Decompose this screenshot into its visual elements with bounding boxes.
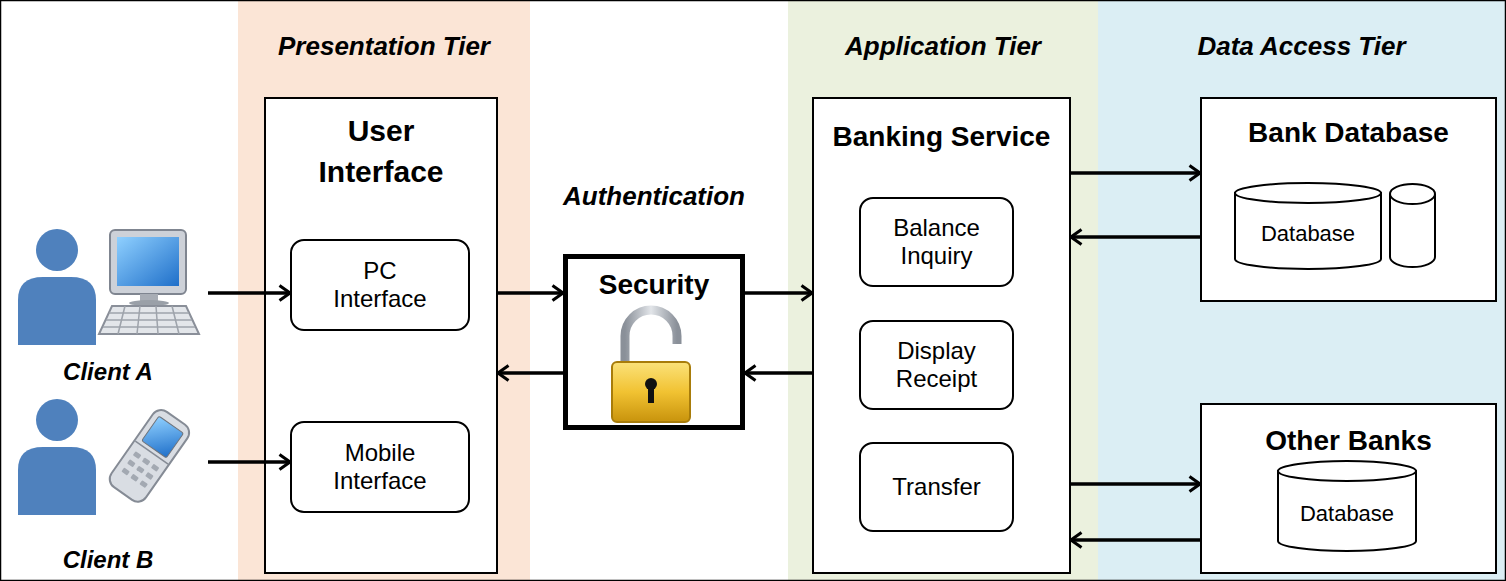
arrow-connector — [498, 371, 563, 375]
container-box: Other BanksDatabase — [1200, 403, 1497, 574]
node-fill — [812, 97, 1071, 574]
node-fill — [1098, 1, 1505, 580]
arrow-connector — [1071, 538, 1200, 542]
tier-band: Presentation TierUser InterfacePC Interf… — [238, 1, 530, 580]
database-cylinder — [1390, 184, 1435, 267]
client-figure: Client B — [8, 398, 208, 578]
container-box: Bank DatabaseDatabase — [1200, 97, 1497, 302]
arrow-connector — [498, 291, 563, 295]
person-icon — [18, 399, 96, 515]
module-box: Balance Inquiry — [859, 197, 1014, 287]
container-box: User InterfacePC InterfaceMobile Interfa… — [264, 97, 498, 574]
node-fill — [788, 1, 1098, 580]
security-box: AuthenticationSecurity — [563, 254, 745, 430]
padlock-icon — [612, 310, 690, 422]
module-box: Mobile Interface — [290, 421, 470, 513]
arrow-connector — [1071, 171, 1200, 175]
module-box: PC Interface — [290, 239, 470, 331]
module-box: Transfer — [859, 442, 1014, 532]
tier-band: Data Access TierBank DatabaseDatabaseOth… — [1098, 1, 1505, 580]
client-figure: Client A — [8, 222, 208, 390]
node-fill — [264, 97, 498, 574]
database-cylinder: Database — [1234, 182, 1382, 270]
arrow-connector — [745, 371, 812, 375]
database-cylinder: Database — [1277, 460, 1417, 552]
arrow-connector — [1071, 482, 1200, 486]
pc-icon — [99, 230, 199, 334]
node-fill — [1200, 97, 1497, 302]
tier-band: Application TierBanking ServiceBalance I… — [788, 1, 1098, 580]
module-box: Display Receipt — [859, 320, 1014, 410]
arrow-connector — [745, 291, 812, 295]
arrow-connector — [208, 460, 290, 464]
node-fill — [859, 320, 1014, 410]
container-box: Banking ServiceBalance InquiryDisplay Re… — [812, 97, 1071, 574]
node-fill — [1200, 403, 1497, 574]
node-fill — [859, 197, 1014, 287]
arrow-connector — [1071, 235, 1200, 239]
arrow-connector — [208, 291, 290, 295]
node-fill — [563, 254, 745, 430]
node-fill — [290, 239, 470, 331]
node-fill — [290, 421, 470, 513]
person-icon — [18, 229, 96, 345]
phone-icon — [106, 406, 193, 505]
node-fill — [238, 1, 530, 580]
node-fill — [859, 442, 1014, 532]
